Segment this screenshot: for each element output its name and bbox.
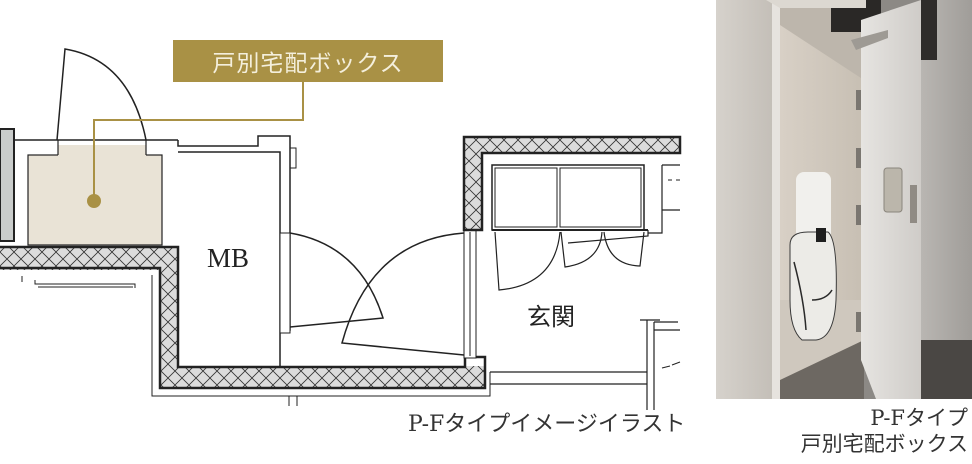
- box-door-swing: [56, 48, 147, 141]
- room-label-mb: MB: [207, 243, 250, 273]
- delivery-box-callout-label: 戸別宅配ボックス: [173, 40, 443, 82]
- callout-leader-line: [93, 82, 304, 200]
- delivery-box-photo: [716, 0, 972, 399]
- mb-door-swing: [289, 232, 384, 328]
- photo-caption-line1: P-Fタイプ: [870, 406, 968, 430]
- photo-caption-line2: 戸別宅配ボックス: [800, 432, 968, 456]
- plan-caption: P-Fタイプイメージイラスト: [408, 412, 686, 437]
- floor-plan-illustration: 戸別宅配ボックス MB 玄関: [0, 40, 682, 410]
- side-panel: [0, 128, 15, 242]
- entry-door-swing: [341, 232, 465, 356]
- callout-dot: [87, 194, 101, 208]
- photo-caption: P-Fタイプ 戸別宅配ボックス: [748, 405, 968, 457]
- room-label-genkan: 玄関: [527, 303, 575, 331]
- floor-plan-drawing: [0, 48, 682, 410]
